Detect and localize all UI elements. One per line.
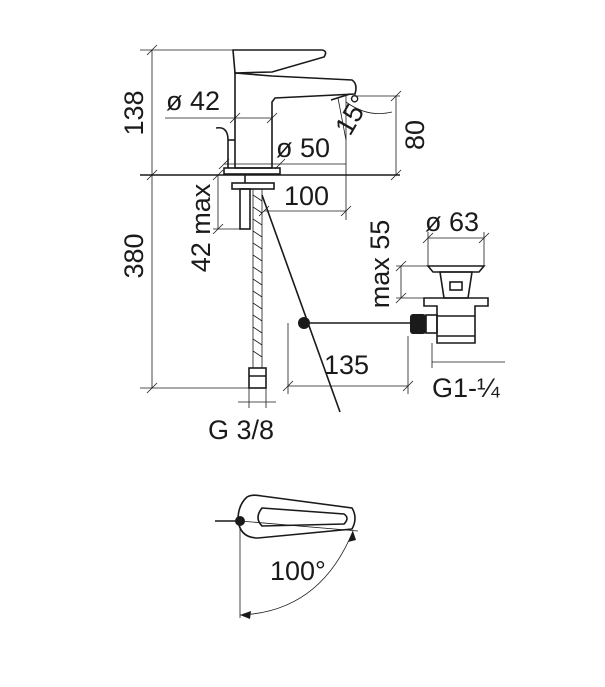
pivot-joint [298,317,310,329]
popup-rod [215,126,229,168]
label-waste-dia: ø 63 [425,207,479,237]
label-dia-top: ø 42 [166,86,220,116]
label-waste-offset: 135 [324,350,369,380]
dimension-lines [140,44,505,408]
lever-top-outline [237,494,356,539]
mounting-shank [239,188,251,230]
label-angle-spout: 15° [329,90,375,140]
waste-body [423,297,489,344]
aerator [330,93,351,101]
label-dia-base: ø 50 [276,133,330,163]
hose-connector [248,367,267,389]
mounting-nut [231,182,275,190]
label-waste-max: max 55 [365,220,395,309]
label-height-outlet: 80 [400,120,430,150]
faucet-top-view [215,494,359,619]
rotation-arc [239,530,354,616]
label-height-below: 380 [119,233,149,278]
label-height-spout: 138 [119,90,149,135]
label-max-hole: 42 max [186,183,216,272]
lever-handle [232,49,327,74]
waste-cap [426,265,486,273]
label-lever-rotation: 100° [270,556,326,586]
label-hose-thread: G 3/8 [208,415,274,445]
label-reach: 100 [284,181,329,211]
pivot-nut [410,314,426,334]
popup-linkage [261,194,341,413]
dimension-labels: 138 380 ø 42 15° 80 ø 50 42 max 100 ø 63… [119,86,500,586]
faucet-side-view [140,49,426,413]
base-flange [223,167,281,175]
pop-up-waste [423,265,489,344]
waste-flange [439,271,473,299]
faucet-body [234,72,357,169]
braided-hose [252,189,263,368]
label-waste-thread: G1-¼ [432,373,500,403]
